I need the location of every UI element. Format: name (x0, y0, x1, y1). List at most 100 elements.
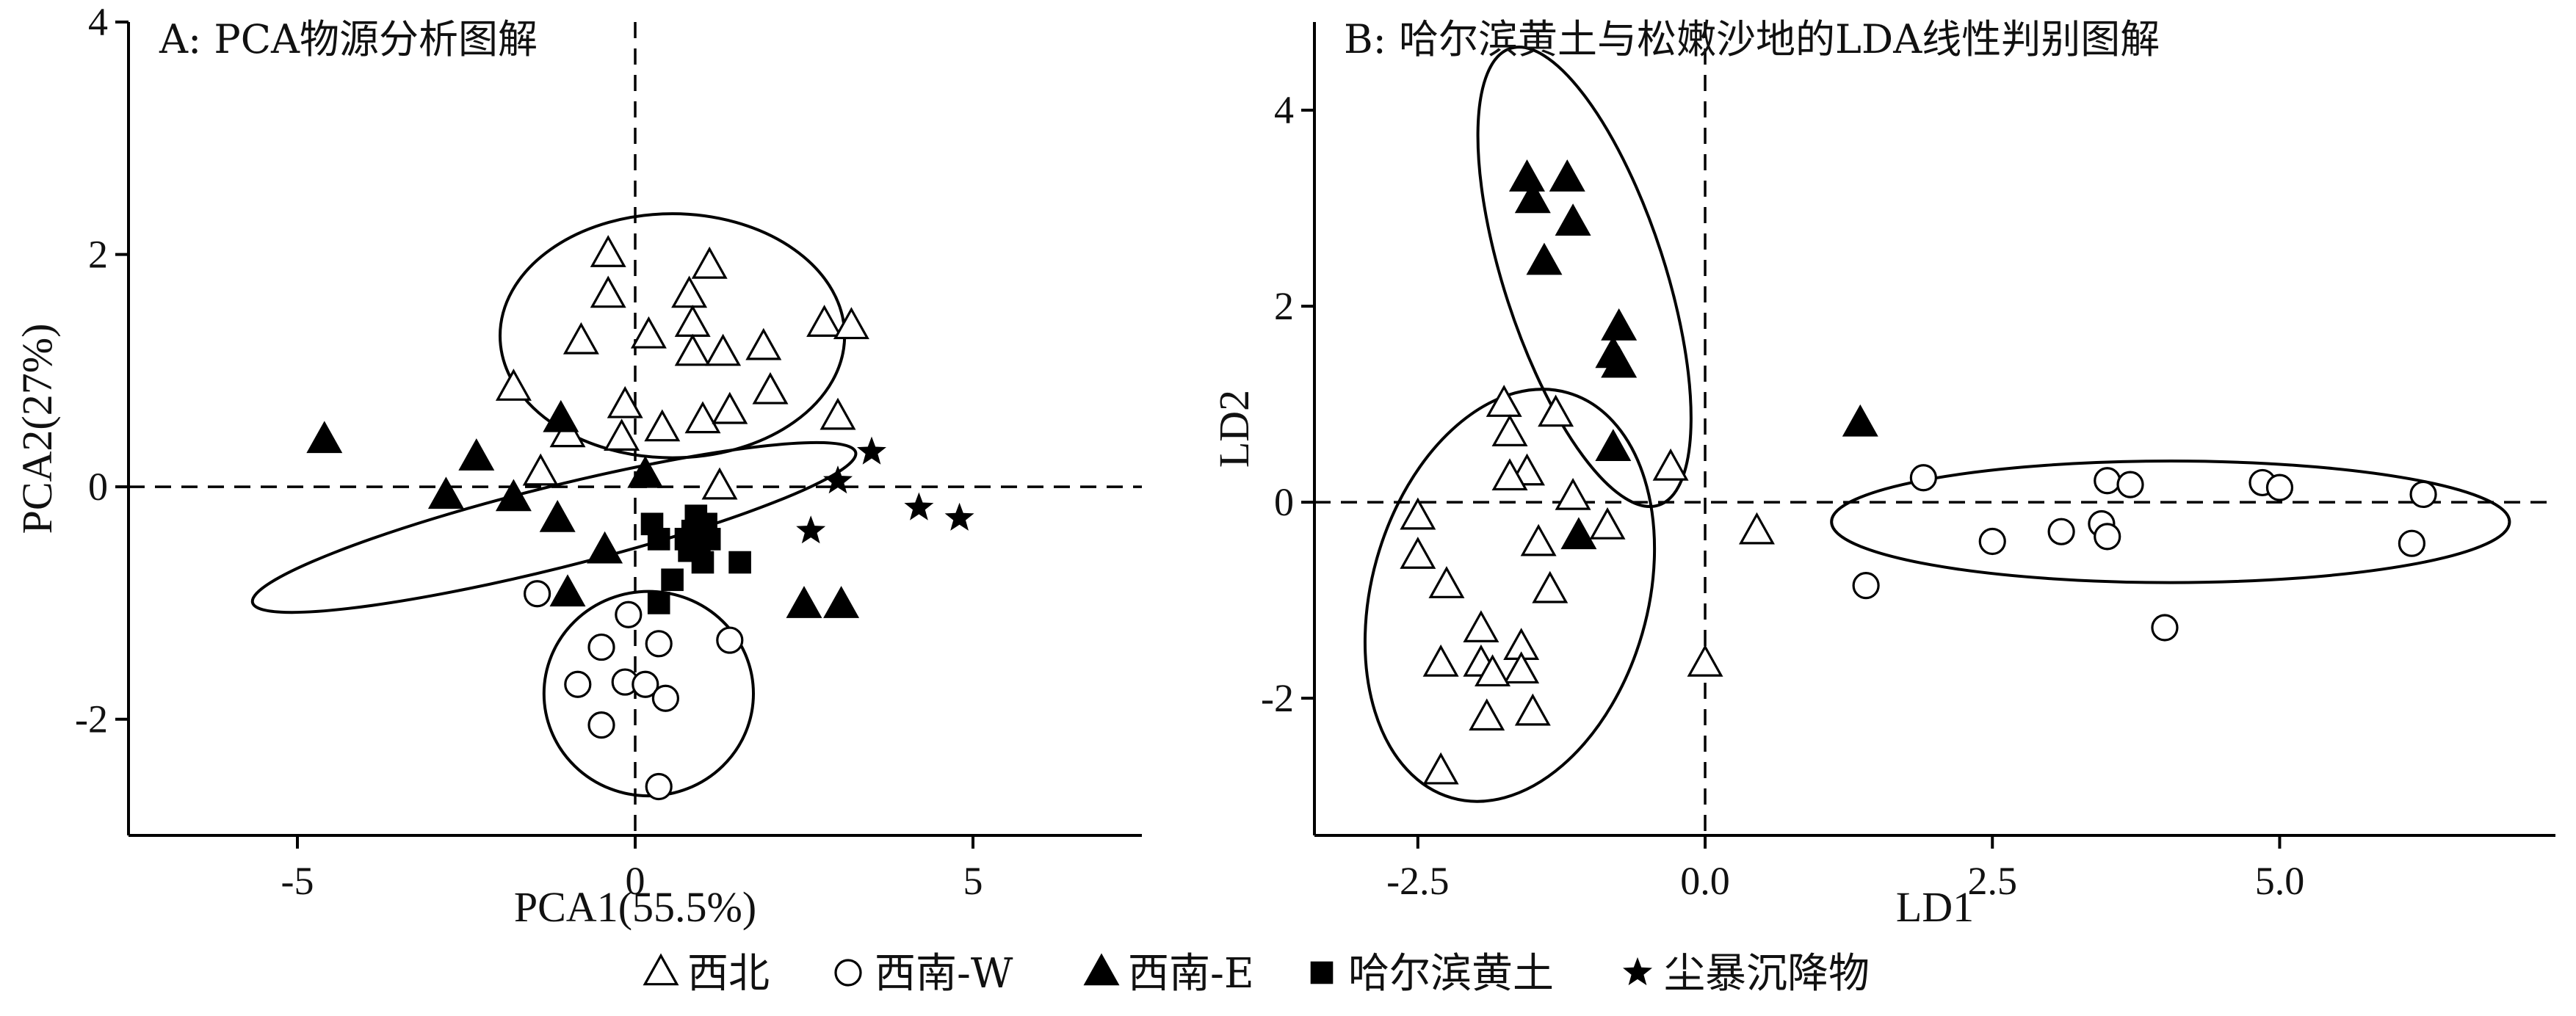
panel-a-data-point (823, 586, 860, 618)
panel-a-y-tick-label: 2 (88, 233, 108, 277)
panel-a-data-point (691, 246, 728, 279)
panel-a-data-point (590, 275, 626, 308)
panel-b-data-point (1687, 644, 1723, 677)
panel-b-data-point (1520, 523, 1557, 556)
panel-b-title: B: 哈尔滨黄土与松嫩沙地的LDA线性判别图解 (1344, 16, 2160, 62)
panel-a-data-point (651, 684, 680, 712)
panel-a-data-point (562, 322, 599, 355)
legend: 西北 西南-W 西南-E 哈尔滨黄土 尘暴沉降物 (643, 950, 1870, 998)
panel-a-data-point (857, 436, 886, 465)
legend-marker (1083, 953, 1120, 986)
legend-label: 西南-E (1128, 950, 1254, 998)
panel-b-data-point (1555, 477, 1591, 510)
panel-b-confidence-ellipse (1830, 460, 2511, 584)
panel-a-data-point (674, 528, 698, 551)
panel-b-data-point (1601, 345, 1638, 378)
legend-item: 哈尔滨黄土 (1310, 950, 1554, 998)
panel-a-data-point (604, 418, 640, 451)
panel-b-data-point (1422, 644, 1459, 677)
legend-marker (834, 959, 862, 987)
panel-a-data-point (549, 574, 586, 607)
panel-b-data-point (2398, 529, 2425, 557)
panel-b-data-point (1491, 458, 1528, 491)
legend-marker (1310, 961, 1334, 984)
panel-b-data-point (1491, 414, 1528, 446)
panel-b-data-point (1486, 385, 1522, 417)
panel-a-y-tick-label: 0 (88, 465, 108, 509)
panel-b-data-point (2094, 467, 2121, 495)
panel-b-data-point (2409, 480, 2437, 509)
panel-a-x-axis-label: PCA1(55.5%) (514, 883, 756, 931)
panel-b-data-point (1469, 698, 1505, 731)
panel-a-data-point (712, 391, 748, 424)
panel-b-y-tick-label: 4 (1274, 88, 1294, 132)
panel-b-data-point (1526, 242, 1563, 275)
panel-b-data-point (1978, 527, 2006, 556)
panel-a-data-point (615, 600, 643, 628)
panel-a-data-point (523, 580, 551, 608)
legend-label: 西北 (687, 950, 770, 998)
panel-b-data-point (1509, 159, 1545, 192)
panel-a-x-tick-label: 5 (963, 859, 983, 903)
panel-a-data-point (522, 453, 559, 486)
panel-a-data-point (645, 772, 673, 801)
panel-a-data-point (833, 307, 869, 340)
panel-a-data-point (630, 316, 667, 349)
panel-b-data-point (1514, 181, 1551, 214)
panel-b-y-tick-label: -2 (1261, 676, 1294, 720)
panel-a-data-point (705, 333, 742, 366)
legend-item: 尘暴沉降物 (1623, 950, 1870, 998)
legend-item: 西南-W (834, 950, 1013, 998)
panel-b-x-tick-label: 5.0 (2255, 859, 2305, 903)
panel-a-data-point (564, 670, 592, 698)
panel-b-data-point (1422, 752, 1459, 785)
panel-a-data-point (627, 455, 664, 488)
panel-a-data-point (806, 305, 843, 337)
panel-a-data-point (786, 586, 822, 618)
panel-a-data-point (674, 333, 711, 366)
panel-b-data-point (1463, 610, 1499, 642)
panel-a-data-point (539, 499, 576, 532)
panel-b-data-point (2265, 473, 2294, 501)
panel-b-data-point (1475, 654, 1511, 687)
panel-b-data-point (1538, 394, 1574, 427)
panel-a-data-point (587, 531, 623, 564)
panel-a-data-point (587, 633, 615, 661)
panel-a-data-point (427, 476, 464, 509)
panel-a-confidence-ellipse (542, 589, 756, 798)
panel-a-data-point (944, 502, 974, 531)
panel-a-data-point (671, 275, 708, 308)
legend-label: 尘暴沉降物 (1664, 950, 1870, 998)
panel-b-x-axis-label: LD1 (1896, 883, 1974, 931)
panel-b-y-axis-label: LD2 (1210, 390, 1258, 468)
panel-b-x-tick-label: 2.5 (1967, 859, 2017, 903)
panel-a-data-point (745, 327, 782, 360)
panel-b-data-point (1560, 517, 1597, 550)
legend-label: 西南-W (875, 950, 1013, 998)
panel-a-data-point (647, 592, 670, 614)
panel-b-data-point (1514, 693, 1551, 726)
panel-a-y-tick-label: -2 (75, 697, 108, 741)
panel-b-data-point (1595, 429, 1632, 462)
panel-b-data-point (1549, 159, 1585, 192)
panel-a-x-tick-label: -5 (281, 859, 314, 903)
panel-a-data-point (632, 670, 659, 698)
panel-a-title: A: PCA物源分析图解 (159, 16, 538, 62)
panel-b-confidence-ellipse (1363, 388, 1657, 803)
panel-b-data-point (1400, 497, 1436, 530)
panel-a-confidence-ellipse (250, 440, 858, 614)
panel-a-data-point (752, 371, 789, 404)
panel-a-data-point (306, 421, 343, 454)
panel-b-data-point (1842, 404, 1878, 437)
panel-a-data-point (587, 711, 615, 739)
panel-b-x-tick-label: 0.0 (1680, 859, 1730, 903)
panel-b-data-point (1852, 571, 1880, 600)
panel-b-data-point (2116, 471, 2144, 498)
panel-a-data-point (495, 369, 532, 401)
panel-a-data-point (701, 467, 738, 500)
panel-a-data-point (904, 492, 934, 520)
panel-b-y-tick-label: 0 (1274, 480, 1294, 524)
panel-a-y-tick-label: 4 (88, 0, 108, 44)
